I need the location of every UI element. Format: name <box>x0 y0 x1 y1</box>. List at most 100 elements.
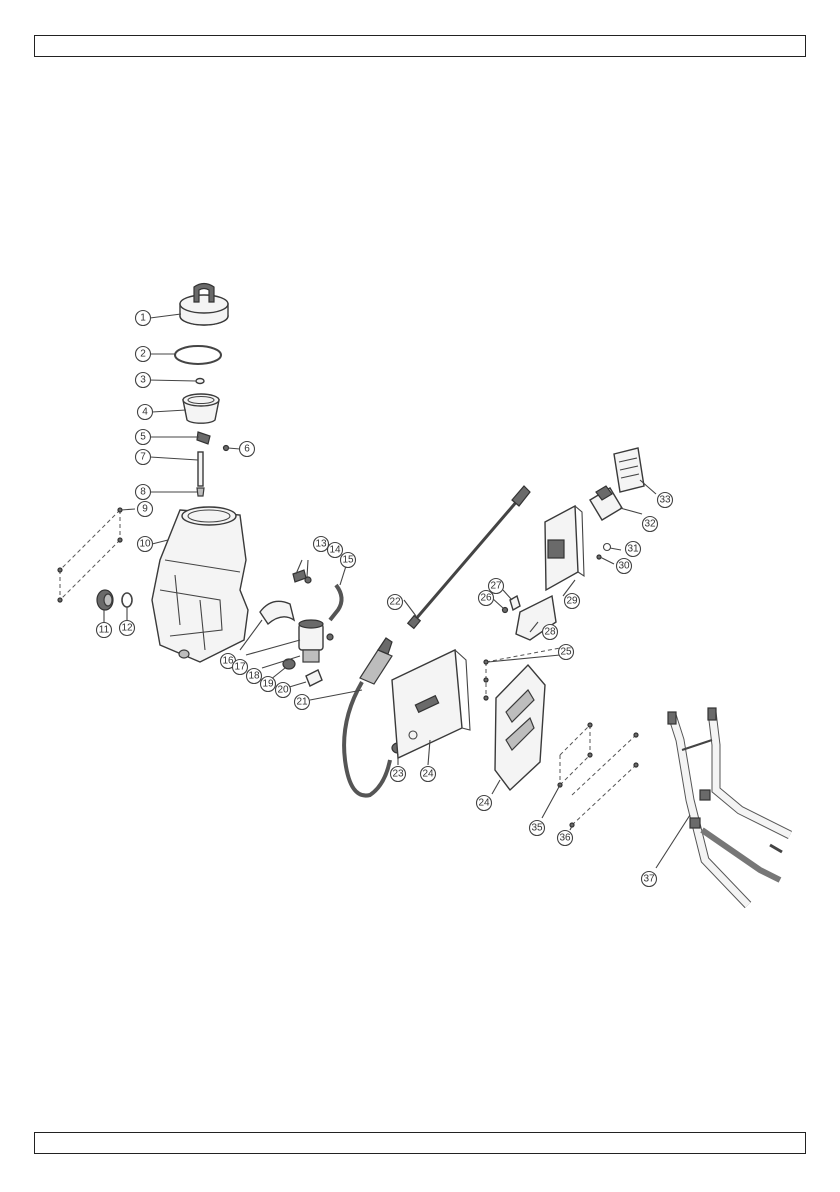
callout-9: 9 <box>138 502 153 517</box>
part-clip <box>510 596 520 610</box>
callout-number: 15 <box>342 555 354 566</box>
part-nut <box>97 590 113 610</box>
callout-number: 31 <box>627 544 639 555</box>
callout-2: 2 <box>136 347 151 362</box>
part-screws-right <box>558 723 638 827</box>
callout-30: 30 <box>617 559 632 574</box>
callout-number: 17 <box>234 662 246 673</box>
callout-number: 1 <box>140 313 146 324</box>
callout-8: 8 <box>136 485 151 500</box>
callout-number: 7 <box>140 452 146 463</box>
callout-number: 5 <box>140 432 146 443</box>
callout-6: 6 <box>240 442 255 457</box>
callout-number: 24 <box>478 798 490 809</box>
part-small-screw <box>224 446 229 451</box>
callout-13: 13 <box>314 537 329 552</box>
part-battery <box>590 486 622 520</box>
callout-18: 18 <box>247 669 262 684</box>
callout-number: 2 <box>140 349 146 360</box>
part-suction-tube <box>198 452 203 486</box>
part-small-nut <box>305 577 311 583</box>
callout-number: 32 <box>644 519 656 530</box>
part-battery-housing <box>545 506 584 590</box>
part-battery-door <box>614 448 644 492</box>
part-pin <box>503 608 508 613</box>
callout-number: 4 <box>142 407 148 418</box>
callout-22: 22 <box>388 595 403 610</box>
part-washer-31 <box>604 544 611 551</box>
part-clamp <box>260 601 294 624</box>
callout-number: 26 <box>480 593 492 604</box>
callout-11: 11 <box>97 623 112 638</box>
callout-number: 6 <box>244 444 250 455</box>
part-filter-basket <box>183 394 219 423</box>
callout-number: 27 <box>490 581 502 592</box>
callout-24: 24 <box>421 767 436 782</box>
callout-17: 17 <box>233 660 248 675</box>
callout-number: 35 <box>531 823 543 834</box>
callout-number: 36 <box>559 833 571 844</box>
part-connector <box>197 432 210 444</box>
callout-number: 29 <box>566 596 578 607</box>
part-back-pad <box>495 665 545 790</box>
callout-number: 33 <box>659 495 671 506</box>
callout-19: 19 <box>261 677 276 692</box>
callout-15: 15 <box>341 553 356 568</box>
callout-number: 25 <box>560 647 572 658</box>
callout-14: 14 <box>328 543 343 558</box>
callout-26: 26 <box>479 591 494 606</box>
callout-36: 36 <box>558 831 573 846</box>
part-pump <box>299 620 333 662</box>
part-seal-ring <box>122 593 132 607</box>
callout-33: 33 <box>658 493 673 508</box>
part-hose-piece <box>330 585 342 620</box>
callout-21: 21 <box>295 695 310 710</box>
callout-3: 3 <box>136 373 151 388</box>
callout-29: 29 <box>565 594 580 609</box>
part-filter-tip <box>197 488 204 496</box>
callout-number: 9 <box>142 504 148 515</box>
callout-number: 10 <box>139 539 151 550</box>
part-trigger-hose <box>344 638 392 796</box>
callout-number: 24 <box>422 769 434 780</box>
part-back-plate <box>392 650 470 758</box>
callout-28: 28 <box>543 625 558 640</box>
callout-24: 24 <box>477 796 492 811</box>
part-tank-lid <box>180 284 228 326</box>
callout-number: 21 <box>296 697 308 708</box>
callout-25: 25 <box>559 645 574 660</box>
callout-27: 27 <box>489 579 504 594</box>
callout-number: 30 <box>618 561 630 572</box>
callout-number: 12 <box>121 623 133 634</box>
callout-23: 23 <box>391 767 406 782</box>
part-harness-straps <box>668 708 790 905</box>
part-screws-left <box>58 508 122 602</box>
callout-12: 12 <box>120 621 135 636</box>
callout-number: 14 <box>329 545 341 556</box>
callout-1: 1 <box>136 311 151 326</box>
callout-35: 35 <box>530 821 545 836</box>
callout-4: 4 <box>138 405 153 420</box>
part-tank-body <box>152 507 248 662</box>
part-bracket <box>306 670 322 686</box>
callout-number: 20 <box>277 685 289 696</box>
callout-7: 7 <box>136 450 151 465</box>
callout-number: 22 <box>389 597 401 608</box>
callout-number: 3 <box>140 375 146 386</box>
callout-number: 8 <box>140 487 146 498</box>
callout-number: 19 <box>262 679 274 690</box>
part-washer <box>196 379 204 384</box>
callout-number: 37 <box>643 874 655 885</box>
callout-37: 37 <box>642 872 657 887</box>
part-o-ring <box>175 346 221 364</box>
callout-5: 5 <box>136 430 151 445</box>
callout-32: 32 <box>643 517 658 532</box>
callout-20: 20 <box>276 683 291 698</box>
callout-31: 31 <box>626 542 641 557</box>
callout-number: 13 <box>315 539 327 550</box>
callout-number: 11 <box>99 625 110 636</box>
callout-10: 10 <box>138 537 153 552</box>
part-fitting <box>293 570 306 582</box>
callout-number: 18 <box>248 671 260 682</box>
